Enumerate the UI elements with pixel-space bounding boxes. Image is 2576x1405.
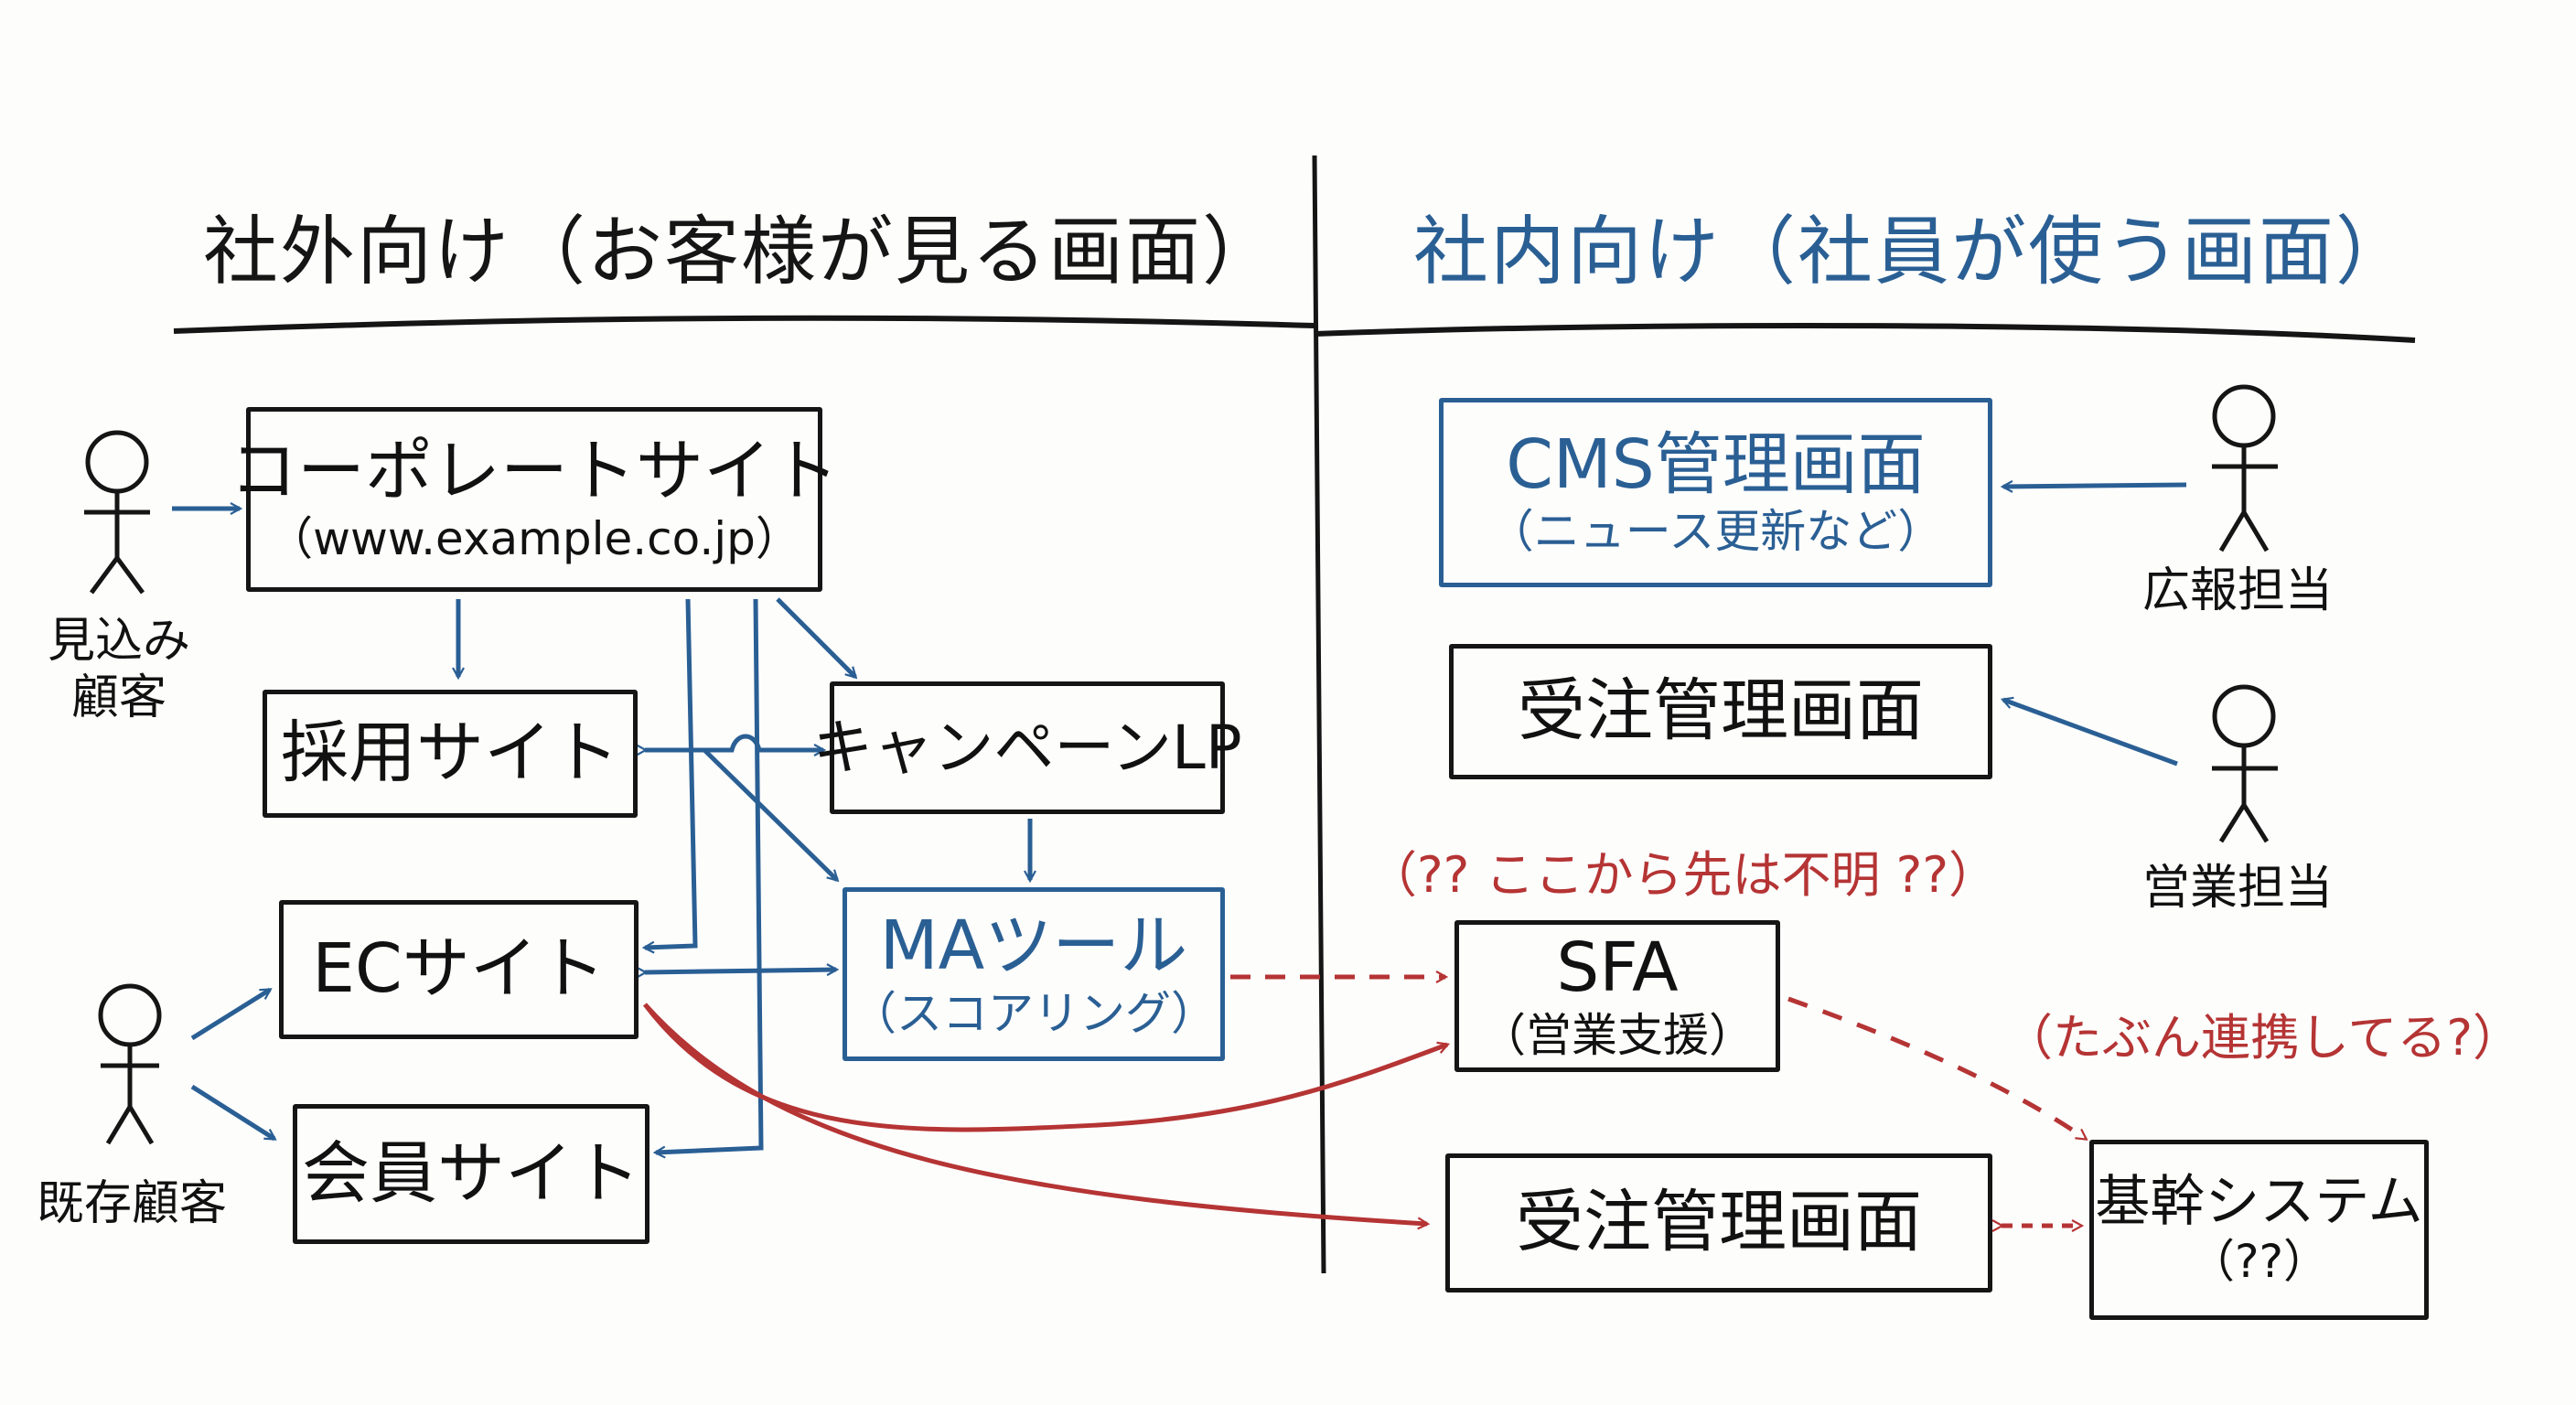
box-corporate-site[interactable]: コーポレートサイト （www.example.co.jp） <box>230 407 839 592</box>
box-order-admin-internal[interactable]: 受注管理画面 <box>1449 644 1992 779</box>
arrow-corporate-to-campaign <box>776 597 855 677</box>
line-corporate-to-member <box>656 598 764 1153</box>
ec-site-title: ECサイト <box>312 929 606 1009</box>
arrow-sales-to-order <box>2003 700 2178 767</box>
actor-label-prospect-line1: 見込み <box>48 614 191 669</box>
section-divider-vertical <box>1312 155 1326 1274</box>
recruit-site-title: 採用サイト <box>281 713 619 793</box>
ma-tool-title: MAツール <box>879 906 1188 986</box>
box-member-site[interactable]: 会員サイト <box>293 1104 649 1244</box>
sfa-sub: （営業支援） <box>1480 1008 1755 1062</box>
actor-label-prospect: 見込み 顧客 <box>48 613 190 727</box>
core-system-sub: （??） <box>2188 1235 2330 1288</box>
cms-admin-title: CMS管理画面 <box>1506 424 1926 504</box>
stick-figure-icon-pr <box>2212 384 2278 552</box>
sfa-title: SFA <box>1556 928 1679 1008</box>
arrow-pr-to-cms <box>2003 485 2187 487</box>
stick-figure-icon-prospect <box>84 430 150 595</box>
heading-underline-external <box>173 315 1315 334</box>
arrow-ec-ma-bidirectional <box>645 970 836 972</box>
actor-label-prospect-line2: 顧客 <box>71 670 167 726</box>
box-core-system[interactable]: 基幹システム （??） <box>2089 1140 2429 1320</box>
arrow-recruit-campaign-bidirectional <box>645 734 823 750</box>
corporate-site-url: （www.example.co.jp） <box>267 511 801 565</box>
cms-admin-sub: （ニュース更新など） <box>1487 505 1944 559</box>
dashed-arrow-sfa-to-core <box>1787 996 2086 1142</box>
stick-figure-icon-sales <box>2212 684 2278 843</box>
box-cms-admin[interactable]: CMS管理画面 （ニュース更新など） <box>1439 398 1992 587</box>
member-site-title: 会員サイト <box>302 1133 640 1213</box>
corporate-site-title: コーポレートサイト <box>230 432 839 511</box>
box-order-admin-unknown[interactable]: 受注管理画面 <box>1445 1153 1992 1292</box>
box-campaign-lp[interactable]: キャンペーンLP <box>812 681 1242 814</box>
note-probably-linked: （たぶん連携してる?） <box>2003 1009 2523 1067</box>
stick-figure-icon-existing <box>98 983 162 1145</box>
actor-label-sales: 営業担当 <box>2142 861 2334 916</box>
box-ec-site[interactable]: ECサイト <box>279 900 639 1039</box>
actor-label-pr: 広報担当 <box>2142 563 2334 618</box>
campaign-lp-title: キャンペーンLP <box>812 712 1242 783</box>
ma-tool-sub: （スコアリング） <box>851 986 1217 1040</box>
line-corporate-to-ec <box>645 598 698 948</box>
box-ma-tool[interactable]: MAツール （スコアリング） <box>843 887 1225 1061</box>
heading-underline-internal <box>1314 322 2416 343</box>
heading-internal: 社内向け（社員が使う画面） <box>1413 209 2413 295</box>
arrow-existing-to-member <box>190 1084 274 1142</box>
arrow-existing-to-ec <box>190 987 270 1041</box>
order-admin-internal-title: 受注管理画面 <box>1518 671 1924 751</box>
note-unknown-beyond: （?? ここから先は不明 ??） <box>1368 846 1998 904</box>
core-system-title: 基幹システム <box>2095 1170 2423 1234</box>
curve-ec-to-order <box>643 1003 1427 1224</box>
box-recruit-site[interactable]: 採用サイト <box>263 690 638 818</box>
order-admin-unknown-title: 受注管理画面 <box>1516 1183 1922 1262</box>
actor-label-existing: 既存顧客 <box>37 1176 228 1231</box>
heading-external: 社外向け（お客様が見る画面） <box>203 209 1280 295</box>
box-sfa[interactable]: SFA （営業支援） <box>1454 920 1780 1072</box>
arrow-corporate-to-ma <box>703 748 837 880</box>
